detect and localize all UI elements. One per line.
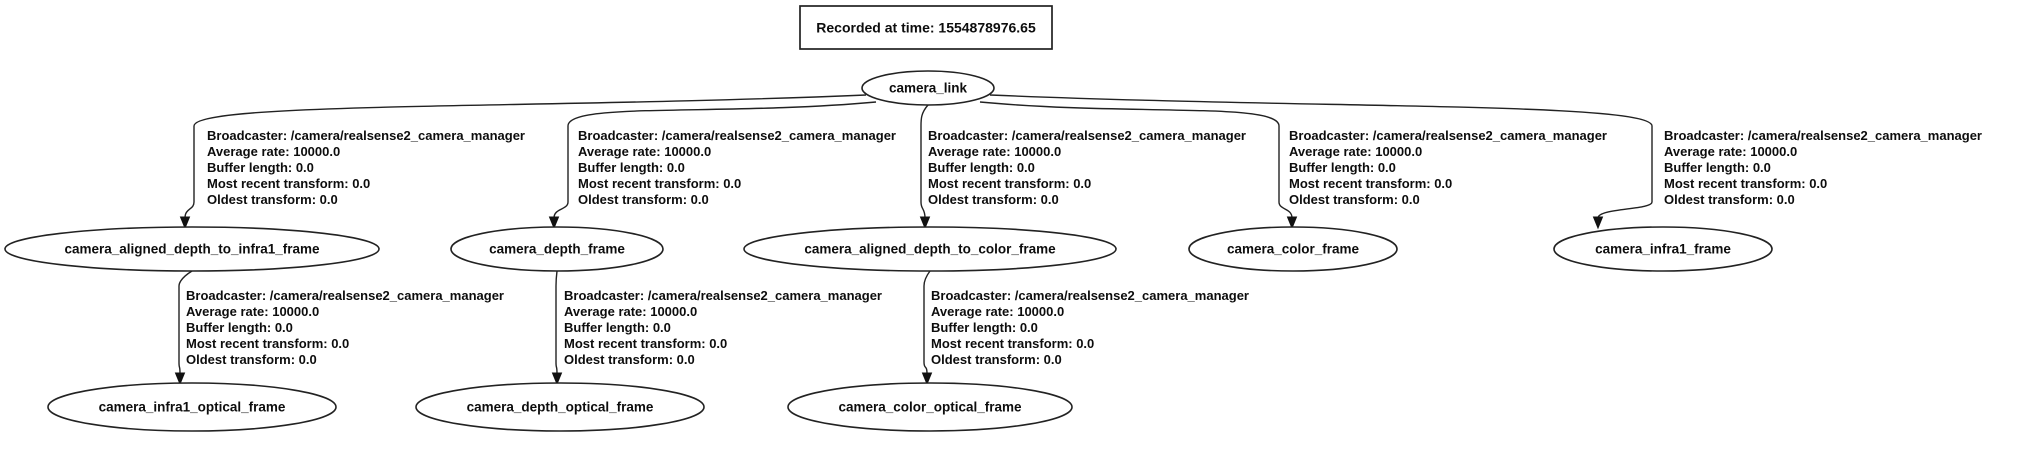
edge-label-line: Buffer length: 0.0 [207,160,314,175]
node-label-camera_link: camera_link [889,81,968,96]
arrowhead-icon [548,216,560,230]
node-label-camera_aligned_depth_to_infra1_frame: camera_aligned_depth_to_infra1_frame [64,242,320,257]
edge-label-line: Average rate: 10000.0 [186,304,319,319]
edge-label-line: Broadcaster: /camera/realsense2_camera_m… [186,288,504,303]
edge-label-line: Average rate: 10000.0 [931,304,1064,319]
edge-label-line: Oldest transform: 0.0 [207,192,338,207]
edge-label-line: Most recent transform: 0.0 [1664,176,1827,191]
edge-label-line: Most recent transform: 0.0 [928,176,1091,191]
edge-label-line: Oldest transform: 0.0 [928,192,1059,207]
edge-label-line: Oldest transform: 0.0 [1289,192,1420,207]
edge-camera_link-to-camera_infra1_frame [989,94,1653,219]
node-camera_depth_frame [450,226,664,272]
edge-label-line: Most recent transform: 0.0 [578,176,741,191]
edge-label-line: Oldest transform: 0.0 [931,352,1062,367]
edge-camera_link-to-camera_aligned_depth_to_infra1_frame [184,94,867,219]
node-label-camera_infra1_frame: camera_infra1_frame [1595,242,1731,257]
edge-label-line: Broadcaster: /camera/realsense2_camera_m… [1289,128,1607,143]
node-label-camera_aligned_depth_to_color_frame: camera_aligned_depth_to_color_frame [804,242,1056,257]
edge-label-line: Oldest transform: 0.0 [564,352,695,367]
edge-label-line: Buffer length: 0.0 [931,320,1038,335]
recorded-time-box [799,5,1053,50]
edge-label-line: Broadcaster: /camera/realsense2_camera_m… [578,128,896,143]
node-label-camera_depth_optical_frame: camera_depth_optical_frame [467,400,654,415]
edge-label-line: Broadcaster: /camera/realsense2_camera_m… [1664,128,1982,143]
node-label-camera_depth_frame: camera_depth_frame [489,242,625,257]
node-camera_color_optical_frame [787,382,1073,432]
edge-label-line: Broadcaster: /camera/realsense2_camera_m… [564,288,882,303]
arrowhead-icon [179,216,191,230]
edge-label-line: Oldest transform: 0.0 [186,352,317,367]
node-camera_link [861,70,995,106]
edge-label-line: Most recent transform: 0.0 [1289,176,1452,191]
edge-label-line: Buffer length: 0.0 [564,320,671,335]
edge-label-line: Average rate: 10000.0 [928,144,1061,159]
arrowhead-icon [1286,216,1298,230]
node-camera_infra1_optical_frame [47,382,337,432]
edge-camera_aligned_depth_to_infra1_frame-to-camera_infra1_optical_frame [178,270,193,375]
edge-label-line: Average rate: 10000.0 [578,144,711,159]
node-camera_infra1_frame [1553,226,1773,272]
edge-label-line: Buffer length: 0.0 [186,320,293,335]
edge-label-line: Buffer length: 0.0 [1664,160,1771,175]
edge-label-line: Oldest transform: 0.0 [578,192,709,207]
edge-camera_link-to-camera_depth_frame [553,101,877,219]
edge-camera_link-to-camera_color_frame [979,101,1293,219]
edge-label-line: Buffer length: 0.0 [578,160,685,175]
edge-label-line: Oldest transform: 0.0 [1664,192,1795,207]
edge-camera_link-to-camera_aligned_depth_to_color_frame [920,104,929,219]
arrowhead-icon [1592,216,1604,230]
edge-label-line: Average rate: 10000.0 [207,144,340,159]
node-camera_aligned_depth_to_color_frame [743,226,1117,272]
edge-camera_depth_frame-to-camera_depth_optical_frame [555,270,558,375]
node-label-camera_color_frame: camera_color_frame [1227,242,1360,257]
arrowhead-icon [921,372,933,386]
recorded-time-label: Recorded at time: 1554878976.65 [816,20,1036,36]
edge-label-line: Average rate: 10000.0 [564,304,697,319]
arrowhead-icon [919,216,931,230]
edge-label-line: Most recent transform: 0.0 [186,336,349,351]
edge-label-line: Broadcaster: /camera/realsense2_camera_m… [928,128,1246,143]
edge-label-line: Average rate: 10000.0 [1664,144,1797,159]
edge-label-line: Buffer length: 0.0 [1289,160,1396,175]
edge-label-line: Buffer length: 0.0 [928,160,1035,175]
node-camera_depth_optical_frame [415,382,705,432]
arrowhead-icon [551,372,563,386]
arrowhead-icon [174,372,186,386]
edge-camera_aligned_depth_to_color_frame-to-camera_color_optical_frame [923,270,931,375]
node-camera_color_frame [1188,226,1398,272]
edge-label-line: Most recent transform: 0.0 [564,336,727,351]
edge-label-line: Most recent transform: 0.0 [931,336,1094,351]
node-camera_aligned_depth_to_infra1_frame [4,226,380,272]
edge-label-line: Average rate: 10000.0 [1289,144,1422,159]
edge-label-line: Broadcaster: /camera/realsense2_camera_m… [931,288,1249,303]
edge-label-line: Broadcaster: /camera/realsense2_camera_m… [207,128,525,143]
node-label-camera_color_optical_frame: camera_color_optical_frame [838,400,1022,415]
edge-label-line: Most recent transform: 0.0 [207,176,370,191]
node-label-camera_infra1_optical_frame: camera_infra1_optical_frame [99,400,286,415]
